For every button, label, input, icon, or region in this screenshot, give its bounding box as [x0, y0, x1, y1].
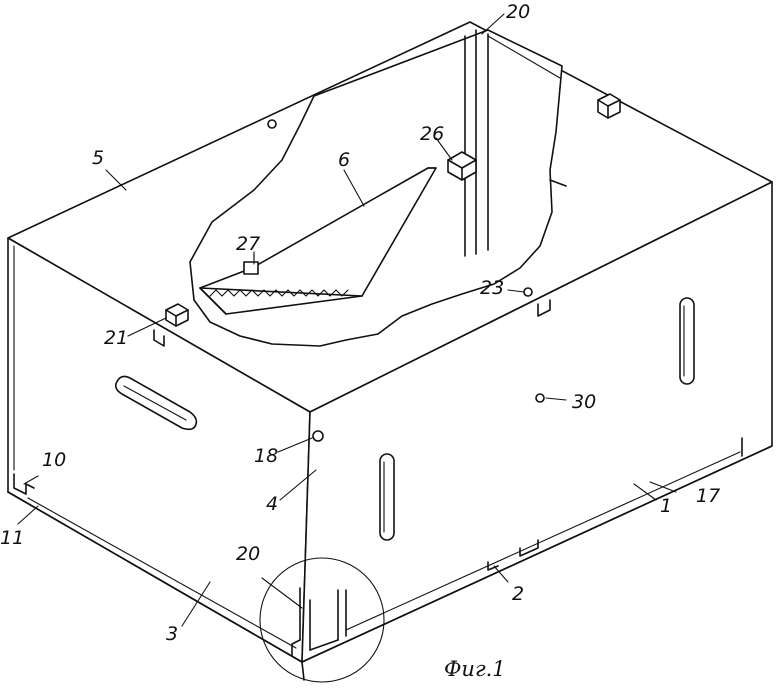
right-handle-slot: [679, 297, 695, 385]
notch-21: [153, 329, 165, 347]
hole-18: [312, 430, 324, 442]
label-2: 2: [512, 583, 524, 605]
label-6: 6: [338, 149, 350, 171]
label-3: 3: [166, 623, 178, 645]
label-17: 17: [696, 485, 720, 507]
label-20-bottom: 20: [236, 543, 260, 565]
label-5: 5: [92, 147, 104, 169]
label-18: 18: [254, 445, 278, 467]
label-21: 21: [104, 327, 128, 349]
inner-divider-panel: [199, 167, 437, 315]
base-skirt: [7, 437, 773, 681]
corner-joint-detail: [259, 557, 385, 683]
notch-10: [13, 473, 35, 495]
label-1: 1: [660, 495, 672, 517]
left-handle-slot: [114, 375, 198, 431]
figure-caption: Фиг.1: [444, 657, 506, 681]
label-30: 30: [572, 391, 596, 413]
detail-circle: [259, 557, 385, 683]
block-26: [447, 151, 477, 181]
block-back-right: [597, 93, 621, 119]
leader-lines: [17, 13, 677, 627]
inner-pin: [549, 179, 567, 187]
block-21: [165, 303, 189, 327]
label-10: 10: [42, 449, 66, 471]
front-handle-slot: [379, 453, 395, 541]
label-11: 11: [0, 527, 24, 549]
inner-back-corner-post: [464, 29, 489, 257]
label-4: 4: [266, 493, 278, 515]
hole-30: [535, 393, 545, 403]
inner-right-wall-edge: [487, 35, 561, 79]
label-20-top: 20: [506, 1, 530, 23]
block-27: [243, 261, 259, 275]
notch-right: [537, 299, 551, 317]
label-27: 27: [236, 233, 260, 255]
label-26: 26: [420, 123, 444, 145]
label-23: 23: [480, 277, 504, 299]
